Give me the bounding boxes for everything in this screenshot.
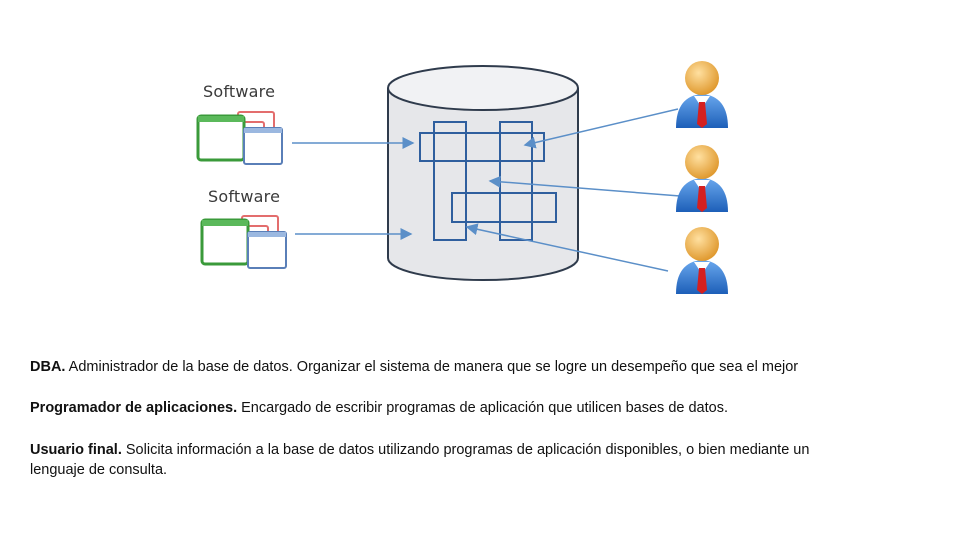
user-icon [676, 227, 728, 294]
description-text: Encargado de escribir programas de aplic… [237, 400, 728, 416]
software-label: Software [208, 187, 281, 206]
description-dba: DBA. Administrador de la base de datos. … [30, 357, 910, 377]
description-text: Administrador de la base de datos. Organ… [65, 359, 799, 375]
software-window-icon [196, 111, 283, 165]
description-programmer: Programador de aplicaciones. Encargado d… [30, 398, 910, 418]
description-end-user: Usuario final. Solicita información a la… [30, 440, 830, 480]
arrow [523, 108, 679, 149]
user-icon [676, 145, 728, 212]
software-label: Software [203, 82, 276, 101]
description-term: Programador de aplicaciones. [30, 400, 238, 416]
description-text: Solicita información a la base de datos … [30, 442, 810, 478]
software-window-icon [200, 215, 287, 269]
database-cylinder-icon [387, 65, 579, 281]
arrow [488, 175, 681, 197]
table-shape [451, 192, 557, 223]
table-shape [433, 121, 467, 241]
arrow [465, 223, 669, 272]
table-shape [419, 132, 545, 162]
description-term: Usuario final. [30, 442, 122, 458]
description-term: DBA. [30, 359, 66, 375]
user-icon [676, 61, 728, 128]
